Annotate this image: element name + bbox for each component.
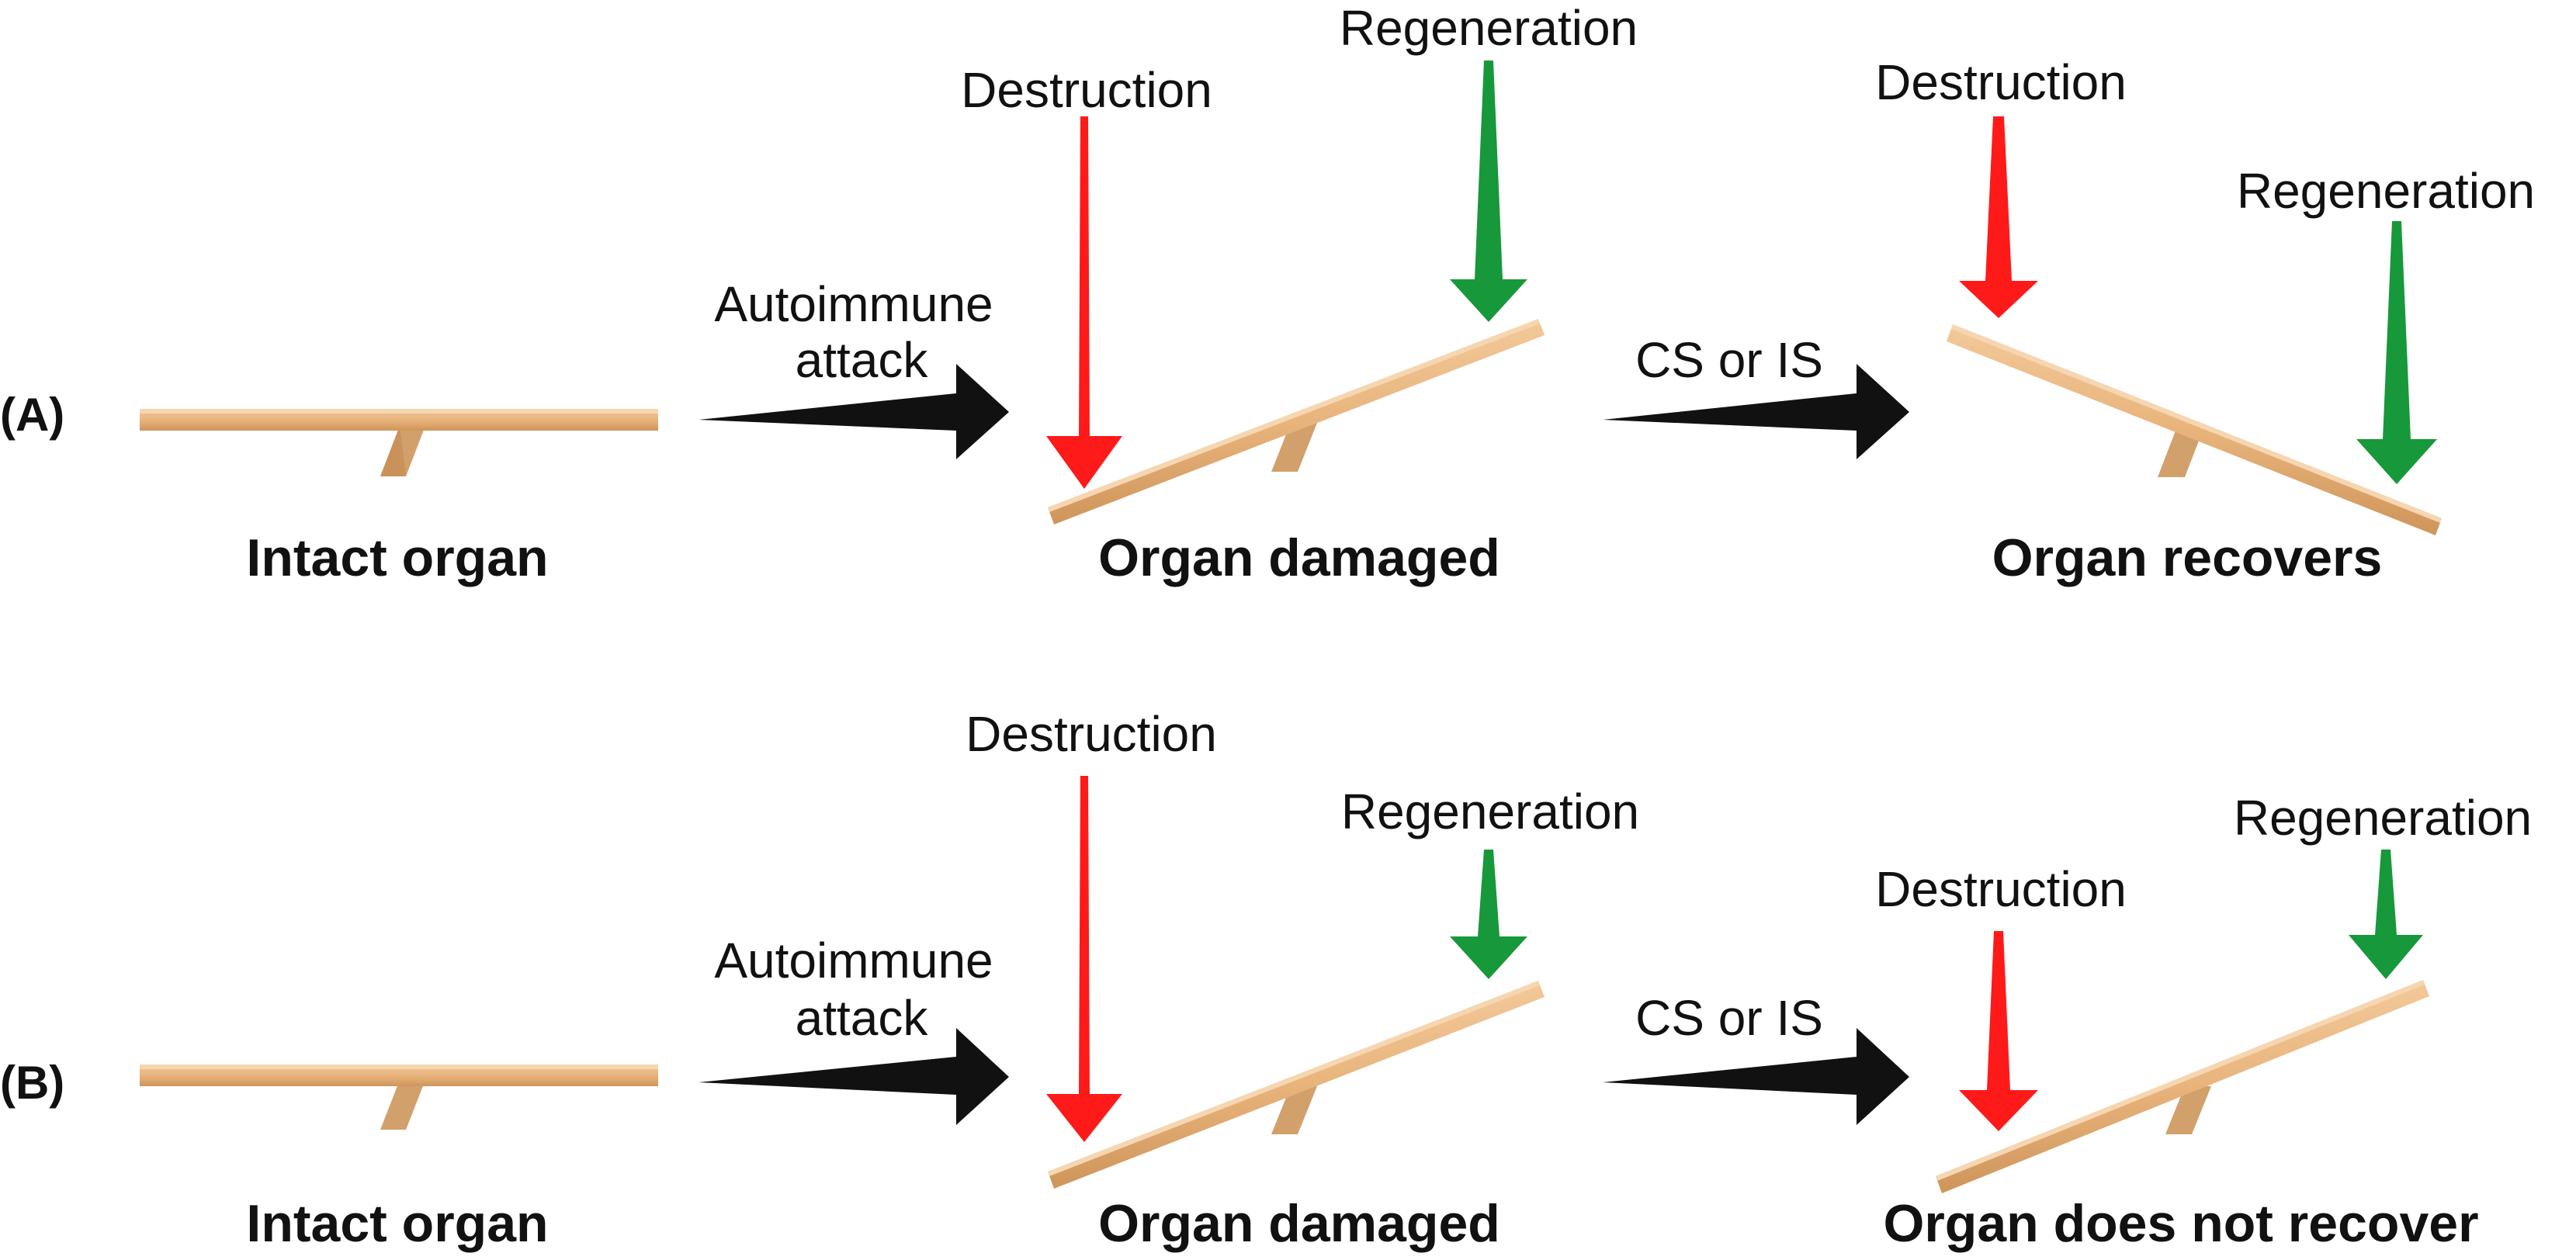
- destruction-arrow-shape: [1959, 116, 2038, 318]
- destruction-label: Destruction: [966, 706, 1217, 762]
- treatment-arrow: CS or IS: [1603, 332, 1909, 459]
- row-b-stage-not-recover: Destruction Regeneration Organ does not …: [1875, 790, 2532, 1253]
- tilted-plank: [1947, 324, 2442, 535]
- arrow-label-line1: Autoimmune: [714, 276, 993, 332]
- treatment-arrow: CS or IS: [1603, 990, 1909, 1125]
- arrow-shape: [699, 1028, 1009, 1125]
- row-a-stage-recovers: Destruction Regeneration Organ recovers: [1875, 54, 2535, 587]
- row-a-stage-damaged: Destruction Regeneration Organ damaged: [961, 0, 1638, 587]
- arrow-label-line2: attack: [796, 990, 929, 1046]
- stage-caption: Intact organ: [246, 1194, 548, 1253]
- plank-highlight: [140, 1064, 658, 1069]
- fulcrum: [2165, 1086, 2211, 1134]
- stage-caption: Organ damaged: [1098, 1194, 1500, 1253]
- fulcrum: [380, 1080, 425, 1130]
- row-b-tag: (B): [0, 1057, 64, 1109]
- regeneration-label: Regeneration: [2237, 163, 2535, 219]
- autoimmune-attack-arrow: Autoimmune attack: [699, 933, 1009, 1125]
- arrow-label: CS or IS: [1635, 332, 1823, 388]
- arrow-shape: [699, 364, 1009, 459]
- destruction-arrow-shape: [1959, 931, 2038, 1131]
- regeneration-label: Regeneration: [1340, 0, 1638, 56]
- fulcrum-shade: [380, 426, 406, 476]
- row-a-stage-intact: Intact organ: [140, 409, 658, 587]
- destruction-arrow-shape: [1046, 116, 1122, 489]
- destruction-label: Destruction: [1875, 54, 2127, 110]
- arrow-label-line1: Autoimmune: [714, 933, 993, 988]
- fulcrum: [1271, 423, 1317, 472]
- regeneration-arrow-shape: [2356, 221, 2437, 484]
- stage-caption: Organ does not recover: [1883, 1194, 2478, 1253]
- plank-highlight: [1936, 980, 2425, 1181]
- plank-highlight: [1048, 981, 1540, 1176]
- regeneration-arrow: Regeneration: [1341, 784, 1639, 979]
- regeneration-arrow-shape: [2349, 850, 2423, 979]
- destruction-arrow: Destruction: [1875, 54, 2127, 318]
- autoimmune-attack-arrow: Autoimmune attack: [699, 276, 1009, 459]
- tilted-plank: [1936, 980, 2429, 1193]
- destruction-arrow-shape: [1046, 776, 1122, 1142]
- destruction-arrow: Destruction: [966, 706, 1217, 1142]
- row-a-tag: (A): [0, 389, 64, 441]
- fulcrum: [1271, 1086, 1317, 1134]
- destruction-label: Destruction: [961, 62, 1212, 118]
- fulcrum: [2158, 427, 2204, 477]
- stage-caption: Organ recovers: [1992, 528, 2383, 587]
- destruction-label: Destruction: [1875, 861, 2127, 917]
- plank-highlight: [140, 409, 658, 414]
- intact-seesaw: [140, 409, 658, 476]
- arrow-label: CS or IS: [1635, 990, 1823, 1046]
- regeneration-arrow: Regeneration: [1340, 0, 1638, 322]
- arrow-label-line2: attack: [796, 332, 929, 388]
- regeneration-arrow-shape: [1450, 61, 1527, 322]
- row-b-stage-damaged: Destruction Regeneration Organ damaged: [966, 706, 1639, 1253]
- plank-highlight: [1951, 324, 2442, 523]
- regeneration-arrow: Regeneration: [2234, 790, 2532, 979]
- regeneration-label: Regeneration: [2234, 790, 2532, 846]
- destruction-arrow: Destruction: [961, 62, 1212, 489]
- row-b: (B) Intact organ Autoimmune attack Destr…: [0, 706, 2532, 1253]
- row-b-stage-intact: Intact organ: [140, 1064, 658, 1253]
- stage-caption: Organ damaged: [1098, 528, 1500, 587]
- tilted-plank: [1048, 981, 1545, 1189]
- regeneration-arrow: Regeneration: [2237, 163, 2535, 484]
- plank-highlight: [1048, 319, 1540, 512]
- regeneration-label: Regeneration: [1341, 784, 1639, 839]
- arrow-shape: [1603, 364, 1909, 459]
- arrow-shape: [1603, 1028, 1909, 1125]
- destruction-arrow: Destruction: [1875, 861, 2127, 1131]
- stage-caption: Intact organ: [246, 528, 548, 587]
- regeneration-arrow-shape: [1450, 850, 1527, 979]
- row-a: (A) Intact organ Autoimmune attack D: [0, 0, 2535, 587]
- tilted-plank: [1048, 319, 1545, 524]
